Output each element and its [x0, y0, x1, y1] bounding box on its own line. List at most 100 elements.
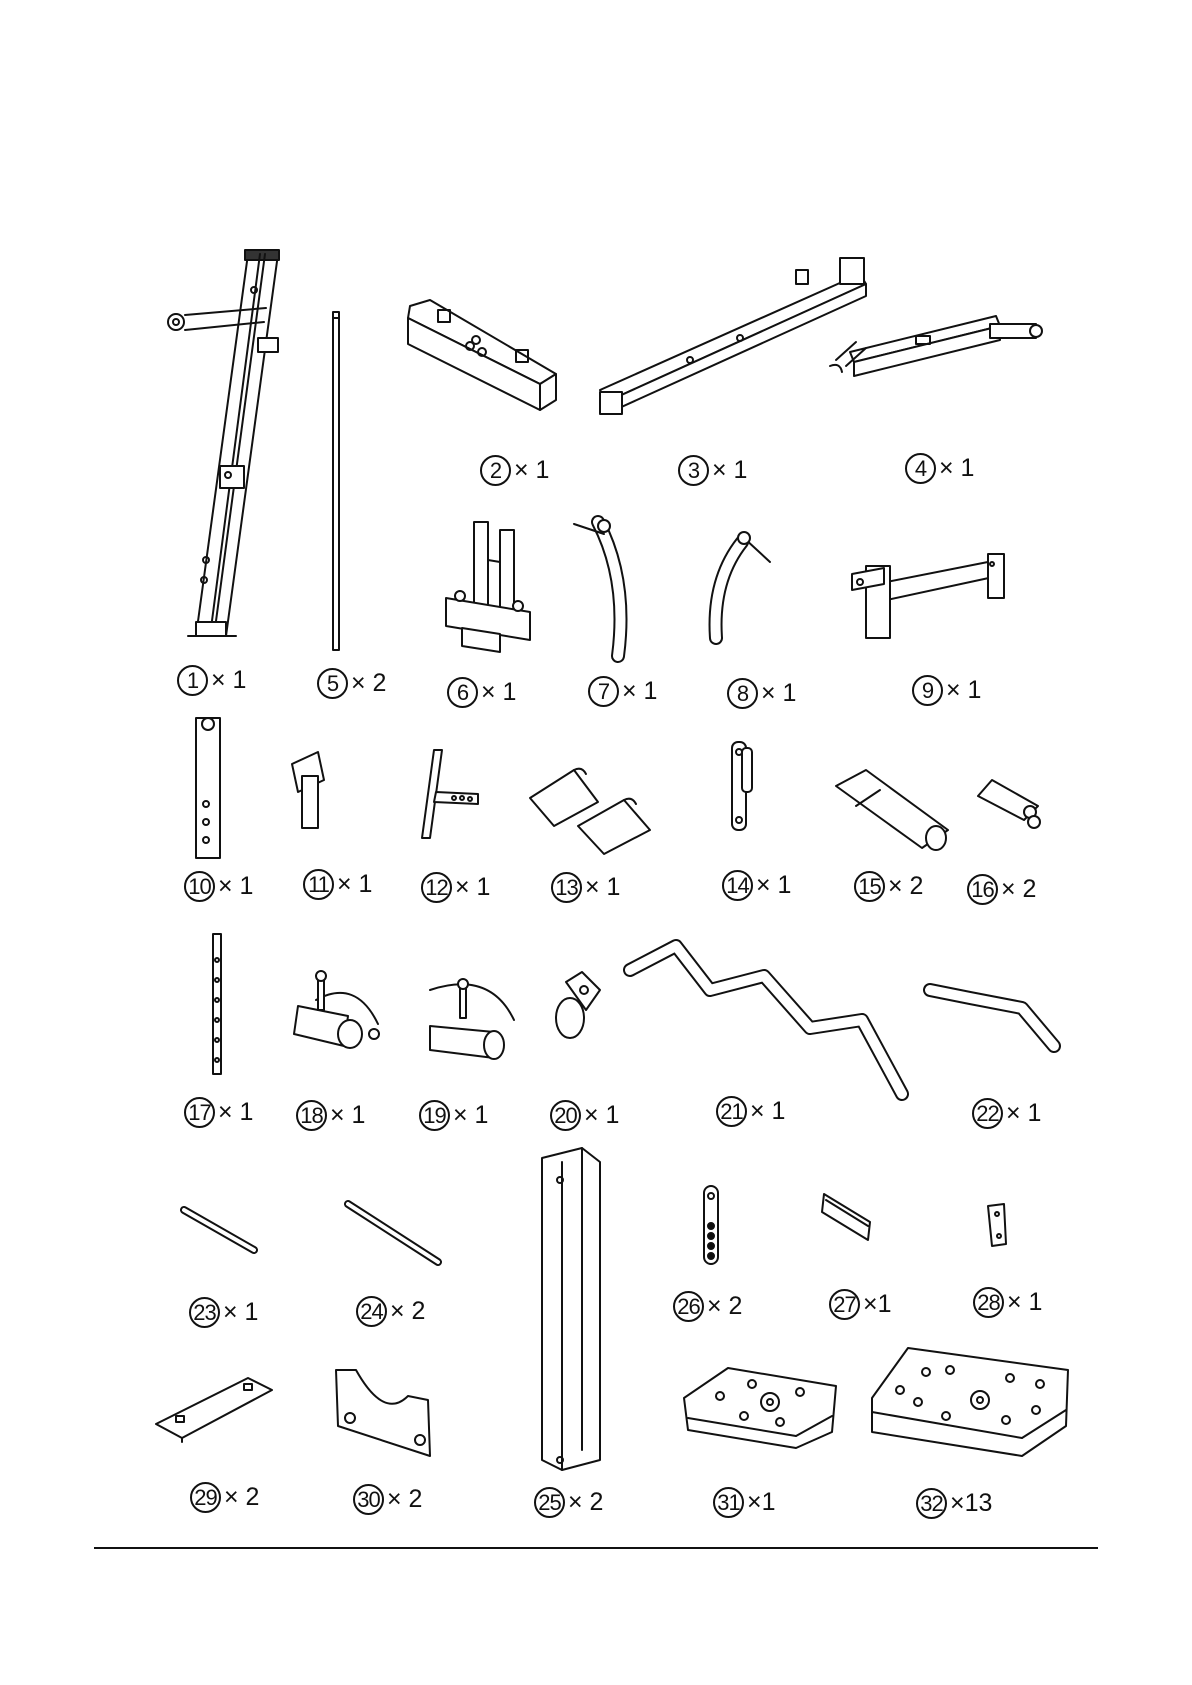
part-quantity: × 1 [761, 679, 796, 708]
part-label: 16 × 2 [967, 874, 1036, 905]
part-19-drawing [430, 979, 514, 1059]
part-number: 23 [189, 1297, 220, 1328]
footer-divider [94, 1547, 1098, 1549]
part-label: 24 × 2 [356, 1296, 425, 1327]
part-17-drawing [213, 934, 221, 1074]
part-label: 23 × 1 [189, 1297, 258, 1328]
part-label: 6 × 1 [447, 677, 516, 708]
part-number: 7 [588, 676, 619, 707]
part-10-drawing [196, 718, 220, 858]
part-label: 14 × 1 [722, 870, 791, 901]
part-number: 20 [550, 1100, 581, 1131]
part-30-drawing [336, 1370, 430, 1456]
part-number: 1 [177, 665, 208, 696]
part-quantity: × 1 [481, 678, 516, 707]
part-label: 4 × 1 [905, 453, 974, 484]
part-number: 8 [727, 678, 758, 709]
part-quantity: × 1 [223, 1298, 258, 1327]
part-quantity: × 2 [707, 1292, 742, 1321]
part-number: 28 [973, 1287, 1004, 1318]
part-quantity: × 2 [351, 669, 386, 698]
part-label: 29 × 2 [190, 1482, 259, 1513]
part-quantity: ×1 [863, 1290, 892, 1319]
part-number: 26 [673, 1291, 704, 1322]
part-label: 18 × 1 [296, 1100, 365, 1131]
part-number: 13 [551, 872, 582, 903]
part-number: 18 [296, 1100, 327, 1131]
part-quantity: × 2 [224, 1483, 259, 1512]
part-number: 24 [356, 1296, 387, 1327]
part-quantity: × 1 [337, 870, 372, 899]
part-label: 15 × 2 [854, 871, 923, 902]
part-quantity: × 1 [712, 456, 747, 485]
part-number: 22 [972, 1098, 1003, 1129]
part-label: 26 × 2 [673, 1291, 742, 1322]
part-quantity: × 2 [568, 1488, 603, 1517]
part-number: 31 [713, 1487, 744, 1518]
part-number: 5 [317, 668, 348, 699]
part-quantity: × 1 [455, 873, 490, 902]
part-number: 16 [967, 874, 998, 905]
part-14-drawing [732, 742, 752, 830]
part-13-drawing [530, 769, 650, 854]
part-16-drawing [978, 780, 1040, 828]
part-6-drawing [446, 522, 530, 652]
part-9-drawing [852, 554, 1004, 638]
part-number: 3 [678, 455, 709, 486]
part-2-drawing [408, 300, 556, 410]
part-number: 32 [916, 1488, 947, 1519]
part-7-drawing [574, 520, 621, 656]
part-number: 29 [190, 1482, 221, 1513]
part-number: 6 [447, 677, 478, 708]
part-18-drawing [294, 971, 379, 1048]
part-number: 11 [303, 869, 334, 900]
part-quantity: × 2 [387, 1485, 422, 1514]
part-label: 21 × 1 [716, 1096, 785, 1127]
part-label: 5 × 2 [317, 668, 386, 699]
part-quantity: × 1 [514, 456, 549, 485]
part-25-drawing [542, 1148, 600, 1470]
part-32-drawing [872, 1348, 1068, 1456]
part-label: 9 × 1 [912, 675, 981, 706]
part-number: 12 [421, 872, 452, 903]
part-quantity: × 1 [750, 1097, 785, 1126]
part-label: 22 × 1 [972, 1098, 1041, 1129]
part-quantity: ×13 [950, 1489, 992, 1518]
part-quantity: × 1 [946, 676, 981, 705]
part-quantity: × 2 [390, 1297, 425, 1326]
part-29-drawing [156, 1378, 272, 1442]
part-28-drawing [988, 1204, 1006, 1246]
part-number: 9 [912, 675, 943, 706]
part-label: 11 × 1 [303, 869, 372, 900]
part-label: 25 × 2 [534, 1487, 603, 1518]
part-label: 2 × 1 [480, 455, 549, 486]
part-22-drawing [930, 990, 1054, 1046]
part-quantity: × 2 [1001, 875, 1036, 904]
part-number: 4 [905, 453, 936, 484]
part-quantity: × 1 [585, 873, 620, 902]
part-label: 1 × 1 [177, 665, 246, 696]
part-number: 27 [829, 1289, 860, 1320]
part-quantity: × 1 [453, 1101, 488, 1130]
part-quantity: × 1 [1006, 1099, 1041, 1128]
part-label: 27 ×1 [829, 1289, 892, 1320]
part-12-drawing [422, 750, 478, 838]
part-label: 20 × 1 [550, 1100, 619, 1131]
part-number: 17 [184, 1097, 215, 1128]
part-quantity: × 1 [584, 1101, 619, 1130]
part-label: 3 × 1 [678, 455, 747, 486]
part-11-drawing [292, 752, 324, 828]
part-label: 12 × 1 [421, 872, 490, 903]
part-1-drawing [168, 250, 279, 636]
part-quantity: × 1 [622, 677, 657, 706]
part-label: 32 ×13 [916, 1488, 992, 1519]
part-number: 21 [716, 1096, 747, 1127]
part-26-drawing [704, 1186, 718, 1264]
part-5-drawing [333, 312, 339, 650]
part-24-drawing [348, 1204, 438, 1262]
part-15-drawing [836, 770, 948, 850]
part-quantity: × 2 [888, 872, 923, 901]
part-quantity: × 1 [756, 871, 791, 900]
part-4-drawing [830, 316, 1042, 376]
